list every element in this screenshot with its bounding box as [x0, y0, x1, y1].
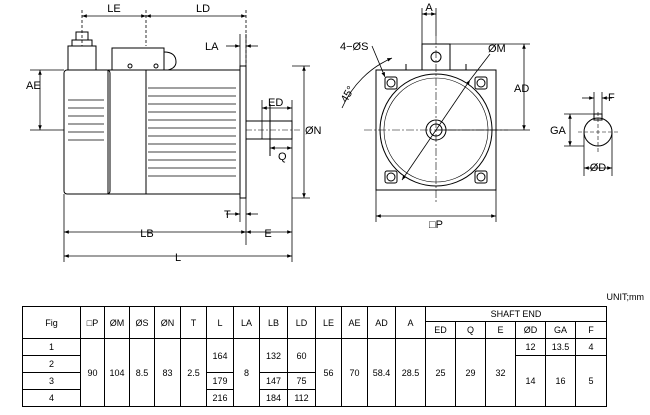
- label-ad: AD: [514, 83, 529, 95]
- ad-cell: 58.4: [367, 338, 396, 407]
- label-ed: ED: [268, 97, 283, 109]
- fig-cell: 2: [22, 355, 81, 373]
- label-t: T: [224, 209, 231, 221]
- os-cell: 8.5: [129, 338, 155, 407]
- header-q: Q: [455, 321, 486, 339]
- side-view: [30, 10, 310, 262]
- shaft-section-view: [564, 92, 618, 176]
- ld-cell: 112: [287, 389, 316, 407]
- label-l: L: [175, 252, 181, 264]
- header-ga: GA: [545, 321, 576, 339]
- l-cell: 164: [206, 338, 234, 373]
- le-cell: 56: [315, 338, 342, 407]
- header-fig: Fig: [22, 306, 81, 339]
- header-ae: AE: [341, 306, 368, 339]
- encoder-connector: [67, 45, 97, 71]
- fig-cell: 1: [22, 338, 81, 356]
- header-lb: LB: [259, 306, 288, 339]
- label-q: Q: [278, 151, 287, 163]
- header-ad: AD: [367, 306, 396, 339]
- ed-cell: 25: [425, 338, 456, 407]
- ga-cell: 16: [545, 355, 576, 407]
- fig-cell: 4: [22, 389, 81, 407]
- unit-note: UNIT;mm: [606, 292, 645, 302]
- label-op: □P: [429, 219, 443, 231]
- cooling-fins: [68, 87, 236, 177]
- ga-cell: 13.5: [545, 338, 576, 356]
- table-subheader-row: ED Q E ØD GA F: [23, 321, 607, 339]
- a-cell: 28.5: [395, 338, 426, 407]
- table-row: 3 179 147 75: [22, 372, 607, 390]
- op-cell: 90: [80, 338, 105, 407]
- f-cell: 5: [575, 355, 607, 407]
- od-cell: 14: [515, 355, 546, 407]
- e-cell: 32: [485, 338, 516, 407]
- dimension-table: Fig □P ØM ØS ØN T L LA LB LD LE AE AD A …: [22, 306, 607, 407]
- table-row: 2 14 16 5: [22, 355, 607, 407]
- ae-cell: 70: [341, 338, 368, 407]
- q-cell: 29: [455, 338, 486, 407]
- on-cell: 83: [154, 338, 181, 407]
- motor-body: [107, 69, 241, 195]
- label-ld: LD: [196, 3, 210, 15]
- lb-cell: 184: [259, 389, 288, 407]
- front-view-labels: A 4−ØS ØM AD 45° □P: [339, 2, 530, 231]
- label-la: LA: [205, 41, 219, 53]
- l-cell: 216: [206, 389, 234, 407]
- la-cell: 8: [233, 338, 260, 407]
- header-la: LA: [233, 306, 260, 339]
- label-on: ØN: [305, 125, 322, 137]
- om-cell: 104: [104, 338, 130, 407]
- label-a: A: [425, 2, 433, 14]
- header-ld: LD: [287, 306, 316, 339]
- lb-cell: 147: [259, 372, 288, 390]
- table-row: 4 216 184 112: [22, 389, 607, 407]
- shaft-section-labels: F GA ØD: [550, 92, 615, 174]
- front-view: [341, 8, 530, 222]
- header-om: ØM: [104, 306, 130, 339]
- label-ga: GA: [550, 125, 567, 137]
- fig-cell: 3: [22, 372, 81, 390]
- lb-cell: 132: [259, 338, 288, 373]
- ld-cell: 75: [287, 372, 316, 390]
- header-ed: ED: [425, 321, 456, 339]
- header-od: ØD: [515, 321, 546, 339]
- motor-dimension-drawing: LE LD LA AE ED ØN Q T LB E L: [26, 2, 618, 264]
- label-le: LE: [107, 3, 120, 15]
- header-a: A: [395, 306, 426, 339]
- table-row: 1 90 104 8.5 83 2.5 164 8 132 60 56 70 5…: [22, 338, 607, 407]
- header-shaft-end: SHAFT END: [425, 306, 607, 322]
- label-ae: AE: [26, 80, 41, 92]
- f-cell: 4: [575, 338, 607, 356]
- label-e: E: [264, 228, 271, 240]
- flange: [239, 65, 247, 199]
- od-cell: 12: [515, 338, 546, 356]
- table-header-row: Fig □P ØM ØS ØN T L LA LB LD LE AE AD A …: [22, 306, 607, 339]
- header-le: LE: [315, 306, 342, 339]
- l-cell: 179: [206, 372, 234, 390]
- side-view-labels: LE LD LA AE ED ØN Q T LB E L: [26, 3, 322, 264]
- header-on: ØN: [154, 306, 181, 339]
- header-e: E: [485, 321, 516, 339]
- power-connector: [111, 47, 165, 71]
- header-f: F: [575, 321, 607, 339]
- header-op: □P: [80, 306, 105, 339]
- label-f: F: [608, 92, 615, 104]
- ld-cell: 60: [287, 338, 316, 373]
- t-cell: 2.5: [180, 338, 207, 407]
- label-om: ØM: [488, 43, 506, 55]
- header-t: T: [180, 306, 207, 339]
- header-l: L: [206, 306, 234, 339]
- label-od: ØD: [590, 162, 607, 174]
- label-lb: LB: [140, 228, 153, 240]
- header-os: ØS: [129, 306, 155, 339]
- label-4-os: 4−ØS: [340, 41, 368, 53]
